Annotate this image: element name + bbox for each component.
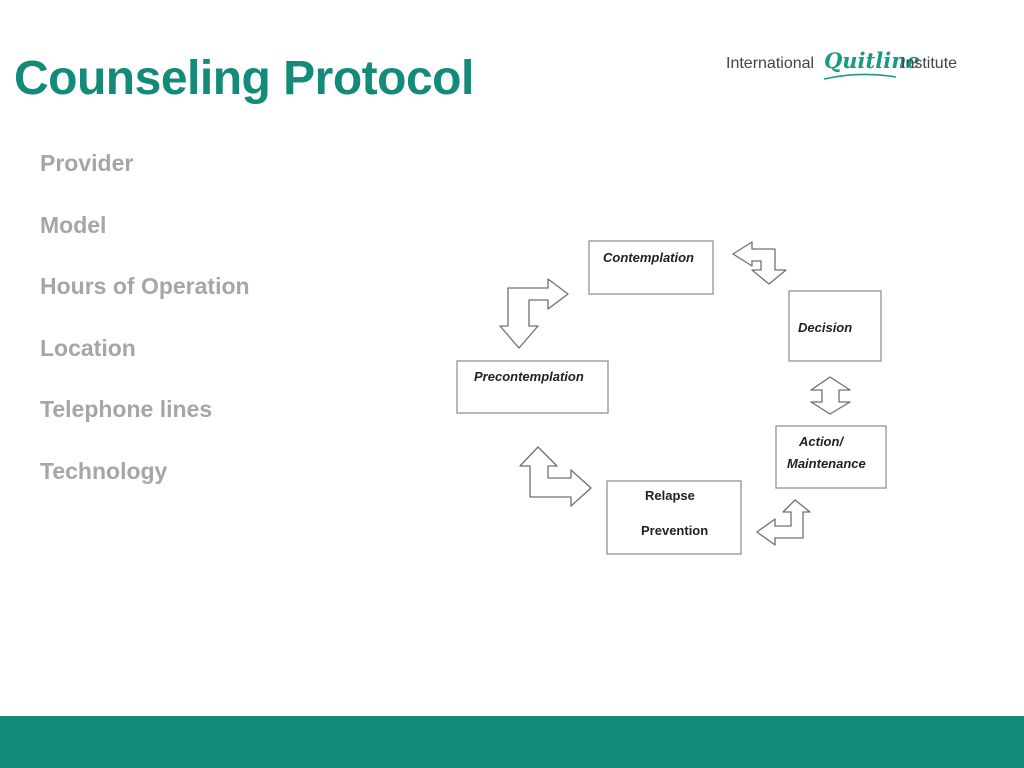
topic-list: Provider Model Hours of Operation Locati… [40, 148, 250, 518]
organization-logo: International Quitline Institute [726, 48, 976, 86]
logo-mark-quitline: Quitline [824, 48, 920, 73]
stage-prevention-label: Prevention [641, 523, 708, 538]
stage-decision-label: Decision [798, 320, 852, 335]
topic-location: Location [40, 334, 136, 361]
stage-action-maintenance: Action/ Maintenance [775, 425, 887, 489]
arrow-relapse-to-precontemplation-icon [519, 446, 592, 507]
stage-relapse-label: Relapse [645, 488, 695, 503]
topic-telephone-lines: Telephone lines [40, 396, 213, 423]
stage-precontemplation: Precontemplation [456, 360, 609, 414]
topic-hours-of-operation: Hours of Operation [40, 273, 250, 300]
footer-bar [0, 716, 1024, 768]
page-title: Counseling Protocol [14, 52, 474, 105]
topic-provider: Provider [40, 150, 134, 176]
topic-technology: Technology [40, 457, 168, 484]
logo-word-international: International [726, 55, 815, 72]
topic-model: Model [40, 211, 107, 238]
stage-maintenance-label: Maintenance [787, 456, 866, 471]
logo-word-institute: Institute [901, 55, 958, 72]
stage-decision: Decision [788, 290, 882, 362]
stage-action-label: Action/ [798, 434, 844, 449]
arrow-decision-action-bidirectional-icon [810, 376, 851, 415]
logo-swoosh-icon [823, 73, 897, 80]
arrow-precontemplation-to-contemplation-icon [499, 278, 569, 349]
arrow-action-to-relapse-icon [756, 499, 811, 546]
stage-relapse-prevention: Relapse Prevention [606, 480, 742, 555]
stages-of-change-diagram: Contemplation Decision Action/ Maintenan… [456, 240, 887, 555]
stage-precontemplation-label: Precontemplation [474, 369, 584, 384]
stage-contemplation-label: Contemplation [603, 250, 694, 265]
stage-contemplation: Contemplation [588, 240, 714, 295]
arrow-contemplation-to-decision-icon [732, 241, 787, 285]
